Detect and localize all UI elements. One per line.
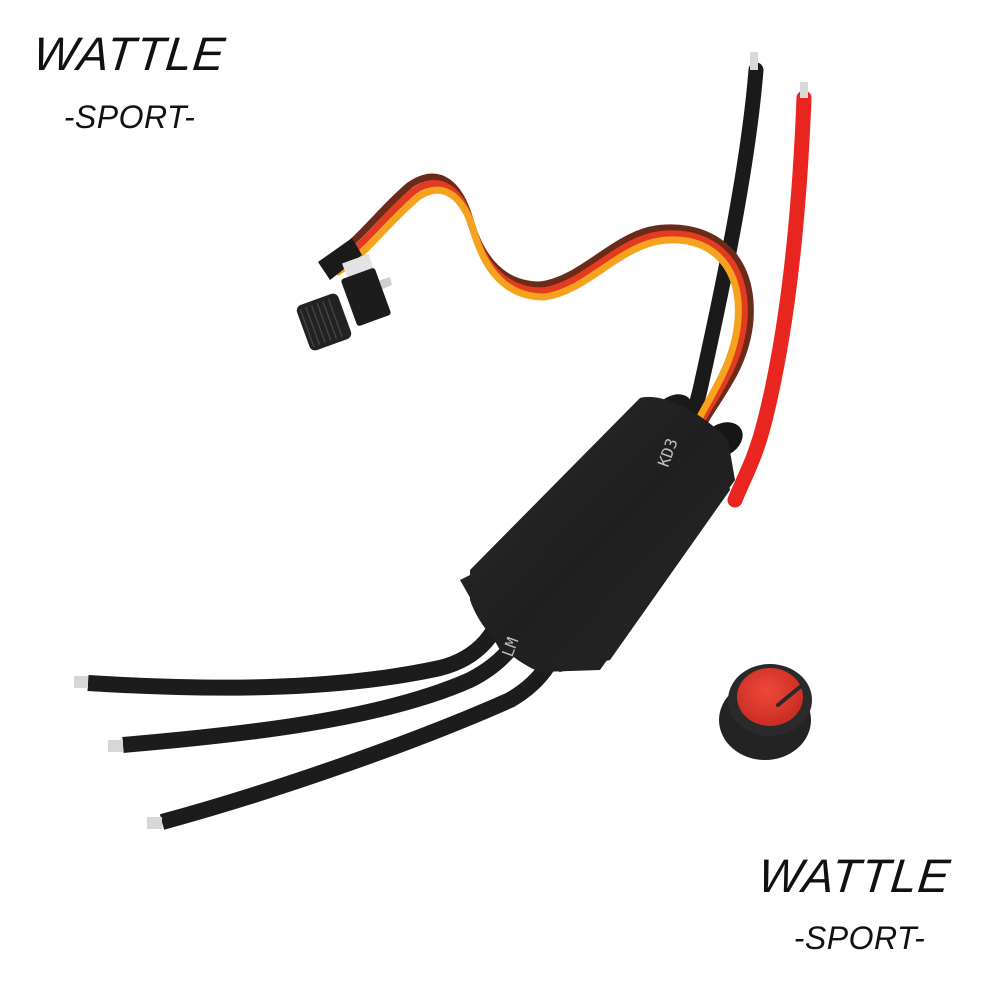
watermark-top-brand: WATTLE: [30, 27, 229, 80]
signal-ribbon-cable: [326, 173, 754, 478]
heat-shrink-sleeve: [318, 238, 362, 280]
black-wire-tip: [750, 52, 758, 70]
watermark-bottom: WATTLE -SPORT-: [755, 849, 954, 956]
watermark-top: WATTLE -SPORT-: [30, 27, 229, 135]
phase-wire-c-tip: [147, 817, 162, 829]
watermark-top-sub: -SPORT-: [63, 99, 196, 135]
phase-wire-b-tip: [108, 740, 123, 752]
phase-wire-a-tip: [74, 676, 88, 688]
potentiometer: [296, 238, 392, 351]
phase-wire-a: [87, 598, 513, 696]
watermark-bottom-brand: WATTLE: [755, 849, 954, 902]
pot-housing: [341, 268, 391, 326]
knob-indicator-line: [776, 685, 802, 707]
knob-cap: [719, 664, 812, 760]
esc-body: KD3 LM: [460, 394, 743, 672]
red-power-wire: [727, 82, 812, 508]
red-wire-tip: [800, 82, 808, 98]
watermark-bottom-sub: -SPORT-: [793, 920, 926, 956]
